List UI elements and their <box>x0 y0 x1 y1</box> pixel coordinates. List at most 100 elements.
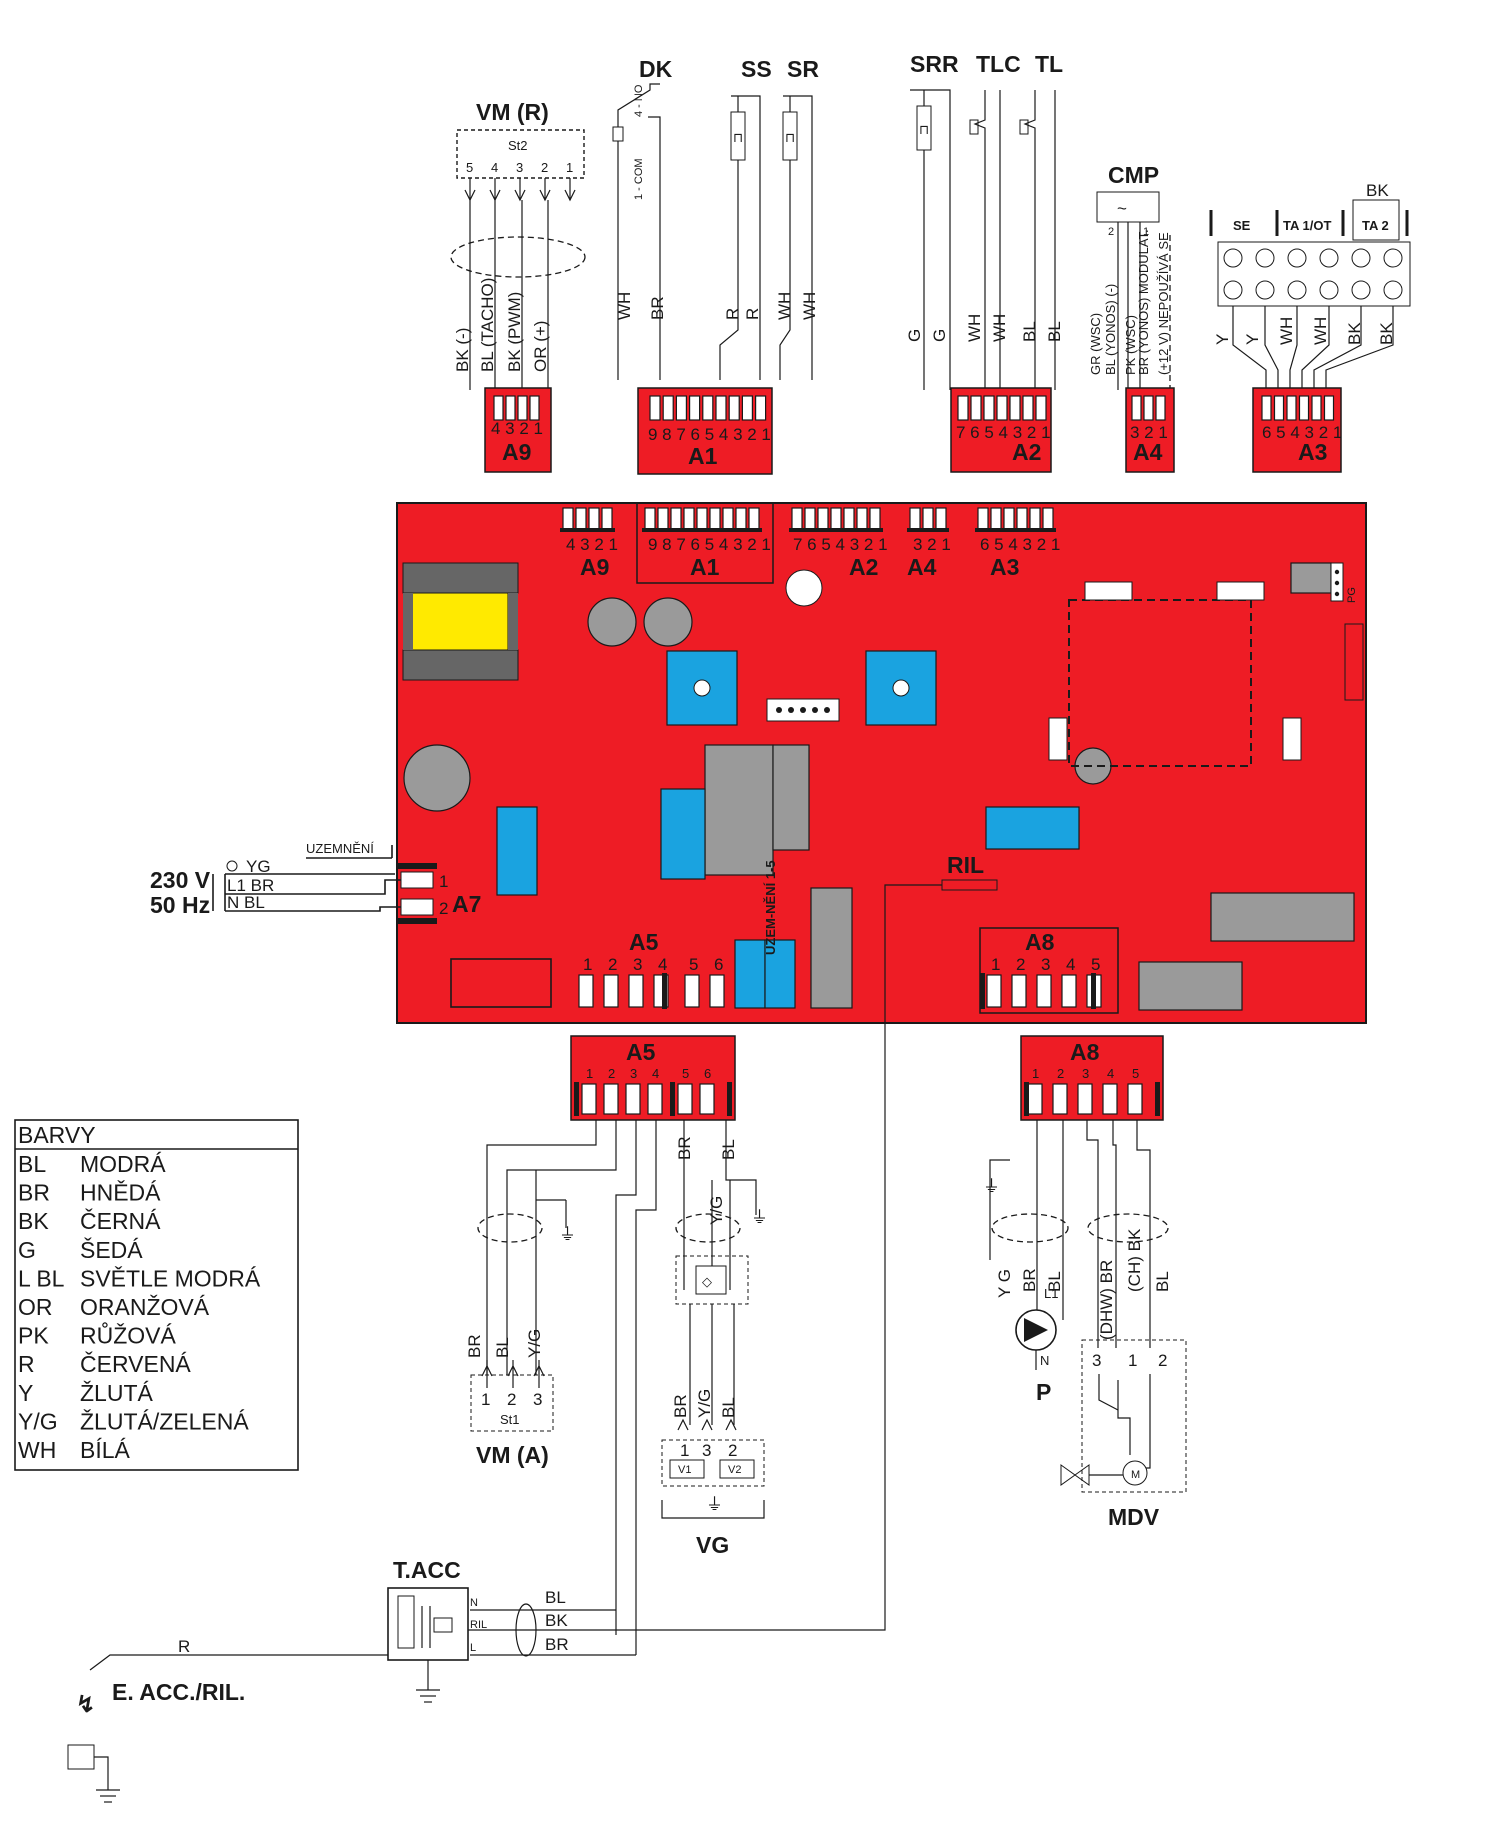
vm-a-label: VM (A) <box>476 1442 549 1468</box>
vm-r-wire-3: OR (+) <box>531 321 550 372</box>
tacc-pin-0: N <box>470 1597 478 1609</box>
board-pin <box>578 974 594 1008</box>
board-a5-pin-6: 6 <box>714 955 723 974</box>
cmp-wire-1: BL (YONOS) (-) <box>1103 284 1118 375</box>
a2-pins: 7 6 5 4 3 2 1 <box>956 423 1051 442</box>
connector-pin <box>625 1083 641 1115</box>
connector-pin <box>505 395 516 421</box>
board-pin <box>922 507 934 531</box>
connector-pin <box>1027 1083 1043 1115</box>
terminal-screws <box>1223 248 1403 392</box>
board-headers <box>560 507 1056 532</box>
r-wire-label: R <box>178 1637 190 1656</box>
connector-pin <box>1131 395 1142 421</box>
connector-pin <box>603 1083 619 1115</box>
mdv-wire-0: (DHW) BR <box>1097 1260 1116 1340</box>
vm-a-wire-0: BR <box>465 1334 484 1358</box>
dk-com-label: 1 - COM <box>633 158 645 200</box>
st2-pin-4: 4 <box>491 160 498 175</box>
board-a3-label: A3 <box>990 554 1019 580</box>
board-pin <box>1016 507 1028 531</box>
a5-pin-4: 4 <box>652 1066 659 1081</box>
connector-pin <box>754 395 767 421</box>
board-pin <box>830 507 842 531</box>
a5-pin-3: 3 <box>630 1066 637 1081</box>
board-a9-pins: 4 3 2 1 <box>566 535 618 554</box>
a2-label: A2 <box>1012 439 1041 465</box>
board-pin <box>709 974 725 1008</box>
connector-pin <box>1155 395 1166 421</box>
legend-code-6: PK <box>18 1323 49 1349</box>
board-pin <box>748 507 760 531</box>
board-a8-pin-2: 2 <box>1016 955 1025 974</box>
tacc-pin-2: L <box>470 1642 476 1654</box>
vg-wire-2: BL <box>719 1397 738 1418</box>
relay <box>1210 892 1355 942</box>
module-area <box>1068 599 1252 767</box>
terminal-screw <box>1287 280 1307 300</box>
tacc-pin-1: RIL <box>470 1619 487 1631</box>
legend-name-0: MODRÁ <box>80 1151 166 1177</box>
a1-wire-2: R <box>723 308 742 320</box>
vg-pin-2: 2 <box>728 1441 737 1460</box>
tlc-label: TLC <box>976 51 1021 77</box>
board-a8-pin-4: 4 <box>1066 955 1075 974</box>
board-pin <box>804 507 816 531</box>
connector-pin <box>728 395 740 421</box>
vg-pin-0: 1 <box>680 1441 689 1460</box>
svg-text:⊓: ⊓ <box>919 122 929 137</box>
a1-wire-1: BR <box>648 296 667 320</box>
svg-text:~: ~ <box>1117 199 1127 218</box>
a8-pin-5: 5 <box>1132 1066 1139 1081</box>
connector-pin <box>741 395 754 421</box>
legend-code-3: G <box>18 1237 36 1263</box>
vm-r-label: VM (R) <box>476 99 549 125</box>
connector-pin <box>1077 1083 1093 1115</box>
terminal-screw <box>1319 248 1339 268</box>
st2-pin-5: 5 <box>466 160 473 175</box>
cmp-wire-3: BR (YONOS) MODULAT. <box>1136 229 1151 375</box>
vm-r-wire-1: BL (TACHO) <box>478 278 497 372</box>
vm-a-wire-1: BL <box>493 1337 512 1358</box>
a2-wire-5: BL <box>1045 321 1064 342</box>
st2-label: St2 <box>508 138 528 153</box>
pg-label: PG <box>1346 587 1358 603</box>
board-pin <box>562 507 574 531</box>
connector-pin <box>1261 395 1272 421</box>
vg-wire-1: Y/G <box>695 1389 714 1418</box>
a5-wire-br: BR <box>675 1136 694 1160</box>
a8-wire-bl: BL <box>1045 1271 1064 1292</box>
terminal-screw <box>1223 248 1243 268</box>
a3-connector: 6 5 4 3 2 1A3 <box>1252 387 1342 473</box>
legend-name-3: ŠEDÁ <box>80 1236 143 1263</box>
legend-code-1: BR <box>18 1180 50 1206</box>
mdv-wire-2: BL <box>1153 1271 1172 1292</box>
board-pin <box>601 507 613 531</box>
board-pin <box>1029 507 1041 531</box>
tacc-wire-2: BR <box>545 1635 569 1654</box>
ignition-electrode: ↯ E. ACC./RIL. <box>67 1679 245 1803</box>
board-pin <box>588 507 600 531</box>
a5-label: A5 <box>626 1039 656 1065</box>
board-a8-pin-1: 1 <box>991 955 1000 974</box>
relay-blue <box>985 806 1080 850</box>
connector-pin <box>581 1083 597 1115</box>
a7-pin1: 1 <box>439 872 448 891</box>
board-pin <box>986 974 1002 1008</box>
board-a2-label: A2 <box>849 554 878 580</box>
board-a8-pin-5: 5 <box>1091 955 1100 974</box>
a1-wire-0: WH <box>615 292 634 320</box>
connector-pin <box>1273 395 1285 421</box>
a2-connector: 7 6 5 4 3 2 1A2 <box>950 387 1052 473</box>
